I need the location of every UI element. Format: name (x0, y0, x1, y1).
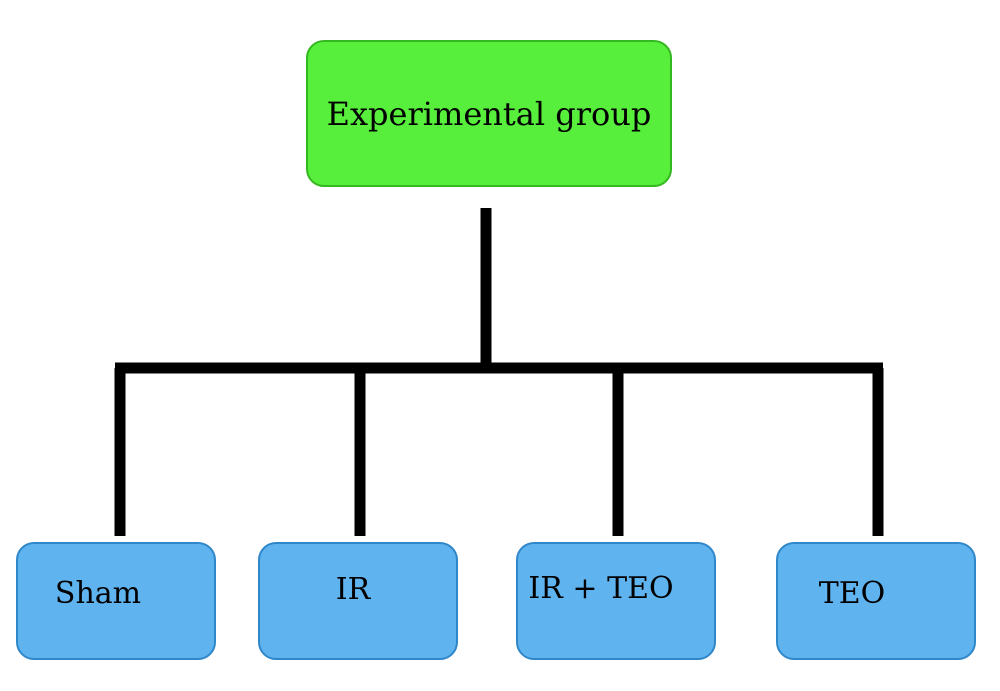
child-node-ir-teo: IR + TEO (516, 542, 716, 660)
child-node-label: IR + TEO (528, 570, 674, 606)
child-node-teo: TEO (776, 542, 976, 660)
root-node: Experimental group (306, 40, 672, 187)
child-node-sham: Sham (16, 542, 216, 660)
child-node-label: TEO (818, 575, 886, 611)
root-node-label: Experimental group (326, 94, 652, 133)
child-node-label: Sham (54, 575, 142, 611)
child-node-ir: IR (258, 542, 458, 660)
child-node-label: IR (335, 571, 371, 607)
